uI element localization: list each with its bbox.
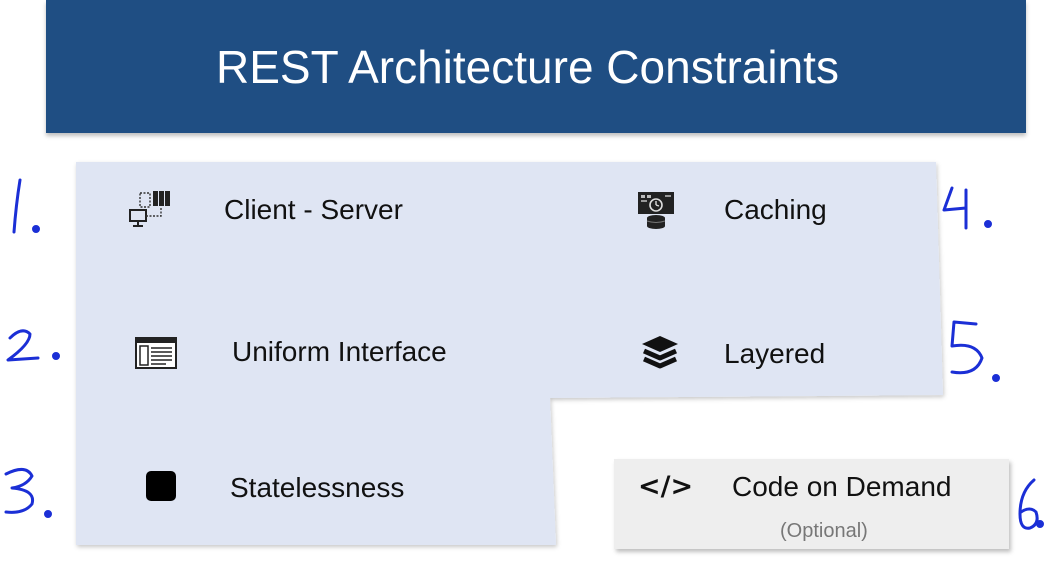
title-bar xyxy=(46,0,1026,133)
statelessness-label: Statelessness xyxy=(230,472,405,503)
slide-title: REST Architecture Constraints xyxy=(216,41,839,93)
code-icon: </> xyxy=(638,471,694,502)
layers-icon xyxy=(640,334,680,370)
code-on-demand-box: </> Code on Demand (Optional) xyxy=(614,459,1009,549)
square-icon xyxy=(145,470,177,502)
caching-label: Caching xyxy=(724,194,827,225)
cache-server-icon xyxy=(636,190,676,230)
code-on-demand-label: Code on Demand xyxy=(732,471,952,502)
client-server-label: Client - Server xyxy=(224,194,403,225)
client-server-icon xyxy=(128,190,172,230)
uniform-interface-label: Uniform Interface xyxy=(232,336,447,367)
layered-label: Layered xyxy=(724,338,826,369)
optional-note: (Optional) xyxy=(780,520,868,542)
interface-window-icon xyxy=(134,336,178,370)
